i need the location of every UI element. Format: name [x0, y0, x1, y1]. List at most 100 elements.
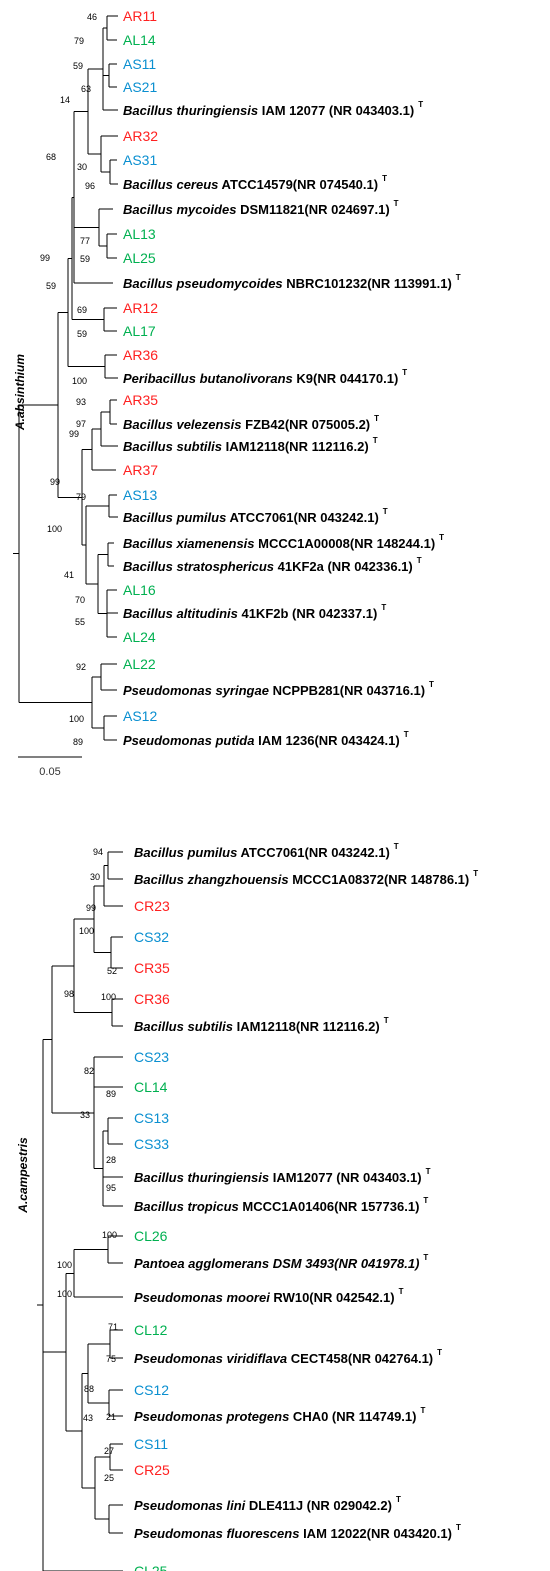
bootstrap-value: 52 — [107, 966, 117, 976]
leaf-reference-label: Bacillus pseudomycoides NBRC101232(NR 11… — [123, 273, 461, 291]
leaf-reference-label: Bacillus tropicus MCCC1A01406(NR 157736.… — [134, 1196, 428, 1214]
bootstrap-value: 99 — [50, 477, 60, 487]
leaf-isolate-label: AR12 — [123, 300, 158, 316]
bootstrap-value: 30 — [90, 872, 100, 882]
leaf-isolate-label: AL14 — [123, 32, 156, 48]
leaf-reference-label: Bacillus subtilis IAM12118(NR 112116.2)T — [134, 1016, 389, 1034]
leaf-isolate-label: CR25 — [134, 1462, 170, 1478]
bootstrap-value: 98 — [64, 989, 74, 999]
bootstrap-value: 100 — [102, 1230, 117, 1240]
leaf-reference-label: Bacillus altitudinis 41KF2b (NR 042337.1… — [123, 603, 386, 621]
leaf-isolate-label: CS13 — [134, 1110, 169, 1126]
leaf-reference-label: Pseudomonas moorei RW10(NR 042542.1)T — [134, 1287, 404, 1305]
bootstrap-value: 63 — [81, 84, 91, 94]
leaf-reference-label: Pseudomonas syringae NCPPB281(NR 043716.… — [123, 680, 434, 698]
bootstrap-value: 95 — [106, 1183, 116, 1193]
leaf-isolate-label: CS23 — [134, 1049, 169, 1065]
leaf-isolate-label: CL12 — [134, 1322, 168, 1338]
bootstrap-value: 100 — [79, 926, 94, 936]
bootstrap-value: 59 — [46, 281, 56, 291]
leaf-isolate-label: AS13 — [123, 487, 157, 503]
bootstrap-value: 100 — [57, 1260, 72, 1270]
leaf-isolate-label: CS11 — [134, 1436, 168, 1452]
leaf-isolate-label: CS33 — [134, 1136, 169, 1152]
bootstrap-value: 30 — [77, 162, 87, 172]
leaf-isolate-label: AL17 — [123, 323, 156, 339]
bootstrap-value: 100 — [69, 714, 84, 724]
bootstrap-value: 68 — [46, 152, 56, 162]
bootstrap-value: 75 — [106, 1354, 116, 1364]
bootstrap-value: 92 — [76, 662, 86, 672]
leaf-isolate-label: AR35 — [123, 392, 158, 408]
bootstrap-value: 14 — [60, 95, 70, 105]
leaf-isolate-label: CL26 — [134, 1228, 168, 1244]
leaf-isolate-label: CR23 — [134, 898, 170, 914]
tree-a-campestris: A.campestris Bacillus pumilus ATCC7061(N… — [16, 842, 478, 1571]
leaf-reference-label: Bacillus subtilis IAM12118(NR 112116.2)T — [123, 436, 378, 454]
leaf-reference-label: Pseudomonas viridiflava CECT458(NR 04276… — [134, 1348, 442, 1366]
bootstrap-value: 100 — [101, 992, 116, 1002]
clade-label-campestris: A.campestris — [16, 1137, 30, 1214]
bootstrap-value: 59 — [77, 329, 87, 339]
bootstrap-value: 46 — [87, 12, 97, 22]
bootstrap-value: 93 — [76, 397, 86, 407]
bootstrap-value: 77 — [80, 236, 90, 246]
leaf-reference-label: Bacillus pumilus ATCC7061(NR 043242.1)T — [134, 842, 399, 860]
bootstrap-value: 97 — [76, 419, 86, 429]
leaf-reference-label: Pantoea agglomerans DSM 3493(NR 041978.1… — [134, 1253, 428, 1271]
bootstrap-value: 99 — [86, 903, 96, 913]
leaf-reference-label: Bacillus cereus ATCC14579(NR 074540.1)T — [123, 174, 387, 192]
leaf-reference-label: Bacillus mycoides DSM11821(NR 024697.1)T — [123, 199, 399, 217]
leaf-isolate-label: CL25 — [134, 1563, 168, 1571]
scale-bar-label: 0.05 — [39, 766, 60, 778]
bootstrap-value: 88 — [84, 1384, 94, 1394]
leaf-reference-label: Peribacillus butanolivorans K9(NR 044170… — [123, 368, 407, 386]
leaf-isolate-label: CS12 — [134, 1382, 169, 1398]
bootstrap-value: 41 — [64, 570, 74, 580]
leaf-isolate-label: AR11 — [123, 8, 157, 24]
leaf-isolate-label: AL13 — [123, 226, 156, 242]
clade-label-absinthium: A.absinthium — [13, 354, 27, 431]
leaf-isolate-label: AS12 — [123, 708, 157, 724]
leaf-reference-label: Pseudomonas protegens CHA0 (NR 114749.1)… — [134, 1406, 425, 1424]
leaf-isolate-label: CL14 — [134, 1079, 168, 1095]
bootstrap-value: 94 — [93, 847, 103, 857]
leaf-isolate-label: AL25 — [123, 250, 156, 266]
bootstrap-value: 96 — [85, 181, 95, 191]
leaf-reference-label: Bacillus stratosphericus 41KF2a (NR 0423… — [123, 556, 422, 574]
bootstrap-value: 89 — [73, 737, 83, 747]
leaf-reference-label: Bacillus velezensis FZB42(NR 075005.2)T — [123, 414, 379, 432]
bootstrap-value: 33 — [80, 1110, 90, 1120]
bootstrap-value: 100 — [72, 376, 87, 386]
leaf-isolate-label: AR36 — [123, 347, 158, 363]
leaf-isolate-label: AL16 — [123, 582, 156, 598]
bootstrap-value: 70 — [75, 595, 85, 605]
leaf-reference-label: Bacillus thuringiensis IAM 12077 (NR 043… — [123, 100, 423, 118]
bootstrap-value: 82 — [84, 1066, 94, 1076]
leaf-isolate-label: AL22 — [123, 656, 156, 672]
bootstrap-value: 100 — [57, 1289, 72, 1299]
bootstrap-value: 71 — [108, 1322, 118, 1332]
bootstrap-value: 59 — [73, 61, 83, 71]
bootstrap-value: 25 — [104, 1473, 114, 1483]
leaf-isolate-label: AS31 — [123, 152, 157, 168]
bootstrap-value: 28 — [106, 1155, 116, 1165]
bootstrap-value: 55 — [75, 617, 85, 627]
bootstrap-value: 100 — [47, 524, 62, 534]
bootstrap-value: 99 — [40, 253, 50, 263]
leaf-isolate-label: AL24 — [123, 629, 156, 645]
leaf-reference-label: Bacillus xiamenensis MCCC1A00008(NR 1482… — [123, 533, 444, 551]
leaf-isolate-label: CR36 — [134, 991, 170, 1007]
leaf-reference-label: Pseudomonas putida IAM 1236(NR 043424.1)… — [123, 730, 409, 748]
bootstrap-value: 79 — [76, 492, 86, 502]
leaf-reference-label: Bacillus zhangzhouensis MCCC1A08372(NR 1… — [134, 869, 478, 887]
leaf-reference-label: Bacillus pumilus ATCC7061(NR 043242.1)T — [123, 507, 388, 525]
bootstrap-value: 59 — [80, 254, 90, 264]
bootstrap-value: 43 — [83, 1413, 93, 1423]
leaf-isolate-label: CS32 — [134, 929, 169, 945]
bootstrap-value: 27 — [104, 1446, 114, 1456]
leaf-isolate-label: CR35 — [134, 960, 170, 976]
bootstrap-value: 79 — [74, 36, 84, 46]
